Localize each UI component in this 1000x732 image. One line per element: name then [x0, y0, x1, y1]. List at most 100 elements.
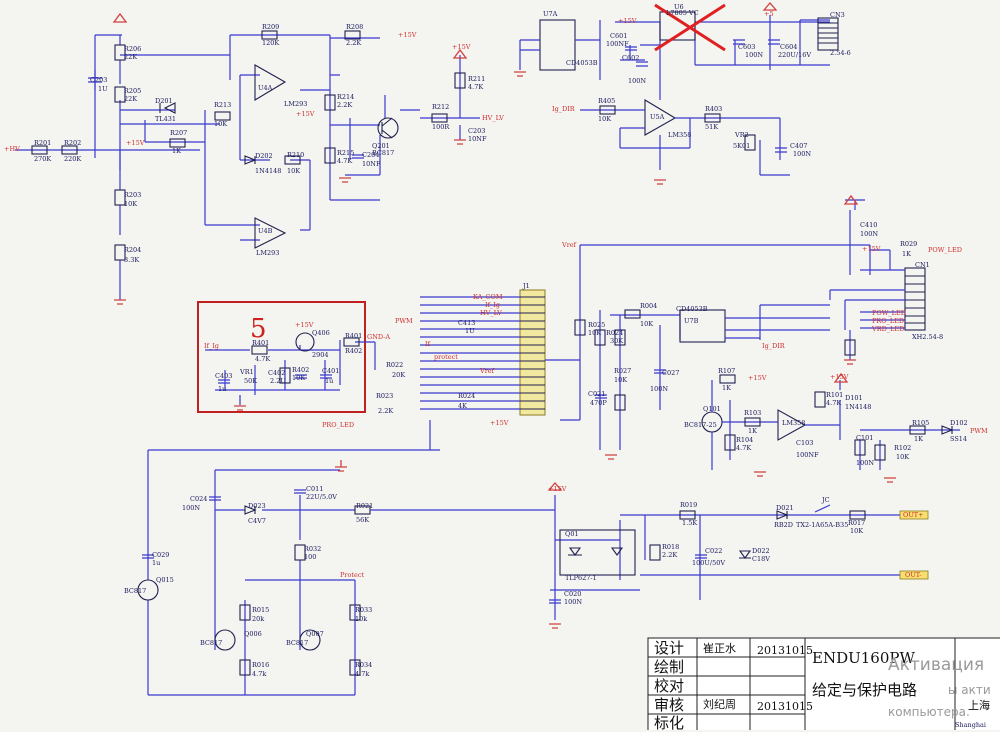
model-number: ENDU160PW: [812, 649, 915, 667]
label-r004: R004: [640, 302, 658, 310]
label-r023: R023: [376, 392, 394, 400]
label-r021: R021: [356, 502, 374, 510]
label-draw: 绘制: [654, 658, 685, 676]
label-vrdled: VRD_LED: [872, 325, 905, 333]
label-r101-value: 4.7K: [826, 399, 842, 407]
label-15v-box: +15V: [295, 321, 314, 329]
label-c604: C604: [780, 43, 798, 51]
label-c413-value: 1U: [465, 327, 475, 335]
label-c601-value: 100NF: [606, 40, 629, 48]
label-r105-value: 1K: [914, 435, 923, 443]
label-proled-2: PRO_LED: [872, 317, 905, 325]
label-d101: D101: [845, 394, 863, 402]
label-cn1-value: XH2.54-8: [912, 333, 944, 341]
label-r213: R213: [214, 101, 232, 109]
label-r016: R016: [252, 661, 270, 669]
label-q015: Q015: [156, 576, 174, 584]
label-15v-f: +15V: [862, 245, 881, 253]
label-protect-2: Protect: [340, 571, 365, 579]
label-r015-value: 20k: [252, 615, 265, 623]
label-cn3: CN3: [830, 11, 845, 19]
label-design: 设计: [654, 639, 685, 657]
label-r210-value: 10K: [287, 167, 301, 175]
label-r401b: R401: [345, 332, 363, 340]
label-review: 审核: [654, 696, 685, 714]
label-hvlv: HV_LV: [482, 114, 504, 122]
label-r212-value: 100R: [432, 123, 450, 131]
label-d021-value: RB2D: [774, 521, 794, 529]
label-r210: R210: [287, 151, 305, 159]
label-r401: R401: [252, 339, 270, 347]
regulator-section: [514, 2, 839, 185]
label-protect-j1: protect: [434, 353, 458, 361]
label-c401-value: 1u: [325, 377, 334, 385]
label-igdir-2: Ig_DIR: [762, 342, 785, 350]
label-r032-value: 100: [304, 553, 317, 561]
label-r105: R105: [912, 419, 930, 427]
label-c604-value: 220U/16V: [778, 51, 812, 59]
label-r102: R102: [894, 444, 912, 452]
label-c022-value: 100U/50V: [692, 559, 726, 567]
label-r205-value: 22K: [124, 95, 138, 103]
label-r209-value: 120K: [262, 39, 280, 47]
highlight-number-5: 5: [250, 314, 267, 344]
label-r201-value: 270K: [34, 155, 52, 163]
label-r018-value: 2.2K: [662, 551, 678, 559]
label-d202-value: 1N4148: [255, 167, 282, 175]
label-c203b-value: 10NF: [468, 135, 487, 143]
label-u4b: U4B: [258, 227, 273, 235]
label-d023-value: C4V7: [248, 517, 266, 525]
label-powled-2: POW_LED: [872, 309, 906, 317]
label-igdir: Ig_DIR: [552, 105, 575, 113]
label-q406-value: 2904: [312, 351, 329, 359]
label-r206: R206: [124, 45, 142, 53]
label-r103: R103: [744, 409, 762, 417]
label-15v-bottom: +15V: [548, 485, 567, 493]
company-name: 上海: [968, 699, 990, 712]
label-c601: C601: [610, 32, 628, 40]
label-j1: J1: [523, 282, 530, 290]
label-r015: R015: [252, 606, 270, 614]
label-r022: R022: [386, 361, 404, 369]
review-date: 20131015: [757, 700, 813, 713]
label-r403-value: 51K: [705, 123, 719, 131]
label-if-j1: If: [425, 340, 430, 348]
label-r032: R032: [304, 545, 322, 553]
label-c203-value: 1U: [98, 85, 108, 93]
label-r209: R209: [262, 23, 280, 31]
label-q01: Q01: [565, 530, 579, 538]
label-c602-value: 100N: [628, 77, 647, 85]
label-r107-value: 1K: [722, 384, 731, 392]
designer-name: 崔正水: [703, 642, 736, 655]
label-out-plus: OUT+: [903, 511, 924, 519]
label-vr2-value: 5K01: [733, 142, 751, 150]
label-r204-value: 3.3K: [124, 256, 140, 264]
label-c410: C410: [860, 221, 878, 229]
label-q101-value: BC817-25: [684, 421, 717, 429]
label-15v-e: +15V: [618, 17, 637, 25]
label-r211-value: 4.7K: [468, 83, 484, 91]
label-r023-value: 2.2K: [378, 407, 394, 415]
label-15v-g: +15V: [748, 374, 767, 382]
label-lm358: LM358: [668, 131, 692, 139]
label-r017-value: 10K: [850, 527, 864, 535]
label-r025: R025: [588, 321, 606, 329]
label-c413: C413: [458, 319, 476, 327]
label-r027-value: 10K: [614, 376, 628, 384]
label-r017: R017: [848, 519, 866, 527]
label-r033-value: 10k: [355, 615, 368, 623]
label-r205: R205: [124, 87, 142, 95]
drawing-title: 给定与保护电路: [812, 681, 918, 699]
label-r104: R104: [736, 436, 754, 444]
label-proofread: 校对: [654, 677, 685, 695]
label-standardize: 标化: [654, 714, 685, 732]
label-r402-b: R402: [292, 366, 310, 374]
label-c403-value: 1u: [218, 385, 227, 393]
label-c021: C021: [588, 390, 606, 398]
label-vref: Vref: [562, 241, 577, 249]
label-d201: D201: [155, 97, 173, 105]
label-15v-b: +15V: [452, 43, 471, 51]
label-r401-value: 4.7K: [255, 355, 271, 363]
label-hvlv-j1: HV_LV: [480, 309, 502, 317]
